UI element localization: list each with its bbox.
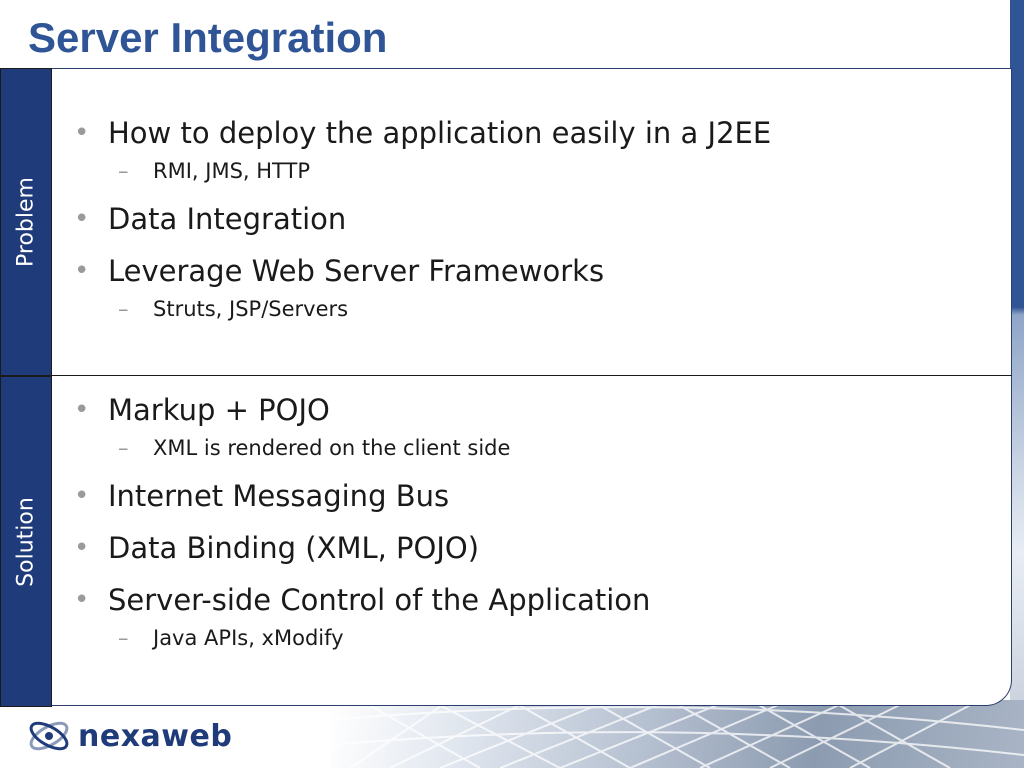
list-item: Data Binding (XML, POJO) (70, 529, 990, 567)
bottom-architecture-image (330, 700, 1024, 768)
sub-list-item: Struts, JSP/Servers (70, 294, 990, 324)
nexaweb-logo-icon (29, 721, 69, 751)
sub-list-item: Java APIs, xModify (70, 623, 990, 653)
sub-list-item: RMI, JMS, HTTP (70, 156, 990, 186)
problem-tab-label: Problem (13, 177, 39, 267)
problem-content: How to deploy the application easily in … (70, 114, 990, 338)
list-item: How to deploy the application easily in … (70, 114, 990, 152)
solution-content: Markup + POJO XML is rendered on the cli… (70, 391, 990, 667)
section-divider (50, 375, 1012, 376)
problem-tab: Problem (0, 68, 52, 376)
sub-list-item: XML is rendered on the client side (70, 433, 990, 463)
slide-title: Server Integration (28, 14, 388, 61)
list-item: Server-side Control of the Application (70, 581, 990, 619)
right-decorative-strip (1010, 0, 1024, 768)
list-item: Markup + POJO (70, 391, 990, 429)
nexaweb-logo: nexaweb (26, 716, 232, 756)
solution-tab: Solution (0, 376, 52, 707)
logo-text: nexaweb (78, 718, 233, 754)
list-item: Data Integration (70, 200, 990, 238)
solution-tab-label: Solution (13, 496, 39, 587)
list-item: Leverage Web Server Frameworks (70, 252, 990, 290)
list-item: Internet Messaging Bus (70, 477, 990, 515)
